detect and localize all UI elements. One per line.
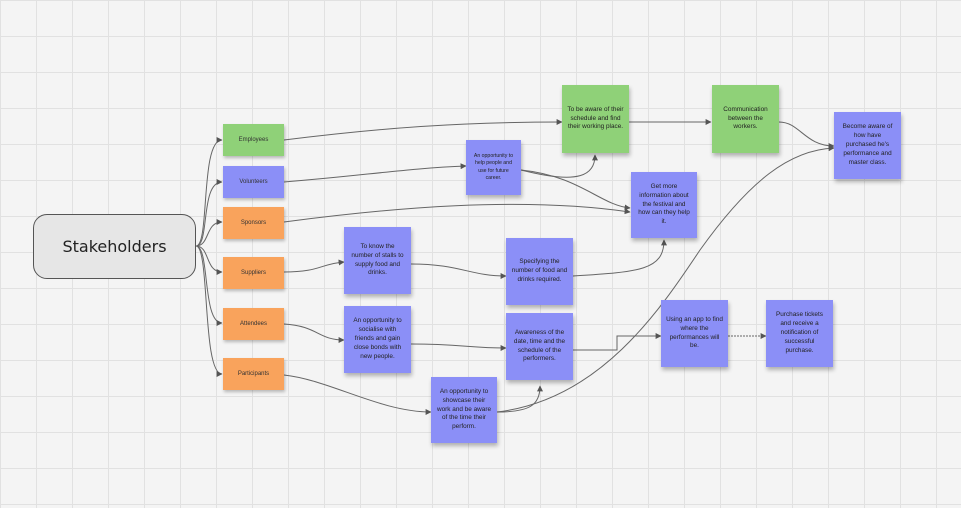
tag-suppliers[interactable]: Suppliers	[223, 257, 284, 289]
tag-attendees[interactable]: Attendees	[223, 308, 284, 340]
note-text: An opportunity to help people and use fo…	[473, 152, 514, 181]
note-text: Become aware of how have purchased he's …	[842, 123, 893, 166]
note-attendees-tickets[interactable]: Purchase tickets and receive a notificat…	[766, 300, 833, 367]
note-text: Purchase tickets and receive a notificat…	[776, 311, 823, 354]
tag-label: Attendees	[239, 321, 268, 327]
note-suppliers-stalls[interactable]: To know the number of stalls to supply f…	[344, 227, 411, 294]
connector-stalls-quantity	[410, 263, 507, 279]
tag-label: Volunteers	[239, 179, 268, 185]
connector-employees-schedule	[283, 119, 563, 141]
note-suppliers-quantity[interactable]: Specifying the number of food and drinks…	[506, 238, 573, 305]
connector-career-info	[520, 169, 631, 211]
note-employees-communication[interactable]: Communication between the workers.	[712, 85, 779, 153]
note-text: Specifying the number of food and drinks…	[511, 258, 568, 283]
tag-participants[interactable]: Participants	[223, 358, 284, 390]
tag-sponsors[interactable]: Sponsors	[223, 207, 284, 239]
note-text: An opportunity to showcase their work an…	[437, 387, 491, 431]
connector-root-participants	[195, 245, 223, 377]
connector-quantity-info	[572, 239, 667, 277]
tag-volunteers[interactable]: Volunteers	[223, 166, 284, 198]
note-employees-schedule[interactable]: To be aware of their schedule and find t…	[562, 85, 629, 153]
note-performance-awareness[interactable]: Become aware of how have purchased he's …	[834, 112, 901, 179]
note-attendees-app[interactable]: Using an app to find where the performan…	[661, 300, 728, 367]
connector-showcase-schedule	[496, 385, 543, 413]
connector-communication-awareness	[778, 121, 835, 149]
connector-showcase-awareness	[496, 145, 835, 413]
connector-root-volunteers	[195, 179, 223, 247]
note-volunteers-career[interactable]: An opportunity to help people and use fo…	[466, 140, 521, 195]
stakeholders-root-node[interactable]: Stakeholders	[33, 214, 196, 279]
note-text: An opportunity to socialise with friends…	[353, 317, 402, 360]
note-text: To know the number of stalls to supply f…	[351, 242, 404, 277]
note-text: Using an app to find where the performan…	[666, 315, 723, 350]
note-text: To be aware of their schedule and find t…	[567, 105, 624, 131]
note-text: Communication between the workers.	[723, 105, 768, 131]
connector-sponsors-info	[283, 203, 631, 223]
root-label: Stakeholders	[62, 237, 167, 256]
note-attendees-schedule[interactable]: Awareness of the date, time and the sche…	[506, 313, 573, 380]
note-festival-info[interactable]: Get more information about the festival …	[631, 172, 697, 238]
connector-career-schedule	[520, 154, 598, 178]
tag-label: Participants	[237, 371, 270, 377]
connector-socialise-schedule	[410, 343, 507, 351]
connector-root-attendees	[195, 245, 223, 326]
tag-label: Sponsors	[240, 220, 267, 226]
connector-volunteers-career	[283, 163, 467, 183]
note-attendees-socialise[interactable]: An opportunity to socialise with friends…	[344, 306, 411, 373]
connector-suppliers-stalls	[283, 259, 345, 273]
note-text: Awareness of the date, time and the sche…	[513, 328, 566, 363]
connector-participants-showcase	[283, 374, 432, 415]
connector-root-sponsors	[195, 219, 223, 247]
tag-label: Employees	[238, 137, 269, 143]
connector-root-suppliers	[195, 245, 223, 275]
connector-schedule-app	[573, 333, 662, 351]
tag-label: Suppliers	[240, 270, 266, 276]
note-text: Get more information about the festival …	[638, 182, 690, 226]
note-participants-showcase[interactable]: An opportunity to showcase their work an…	[431, 377, 497, 443]
tag-employees[interactable]: Employees	[223, 124, 284, 156]
connector-attendees-socialise	[283, 323, 345, 343]
connector-root-employees	[195, 137, 223, 247]
